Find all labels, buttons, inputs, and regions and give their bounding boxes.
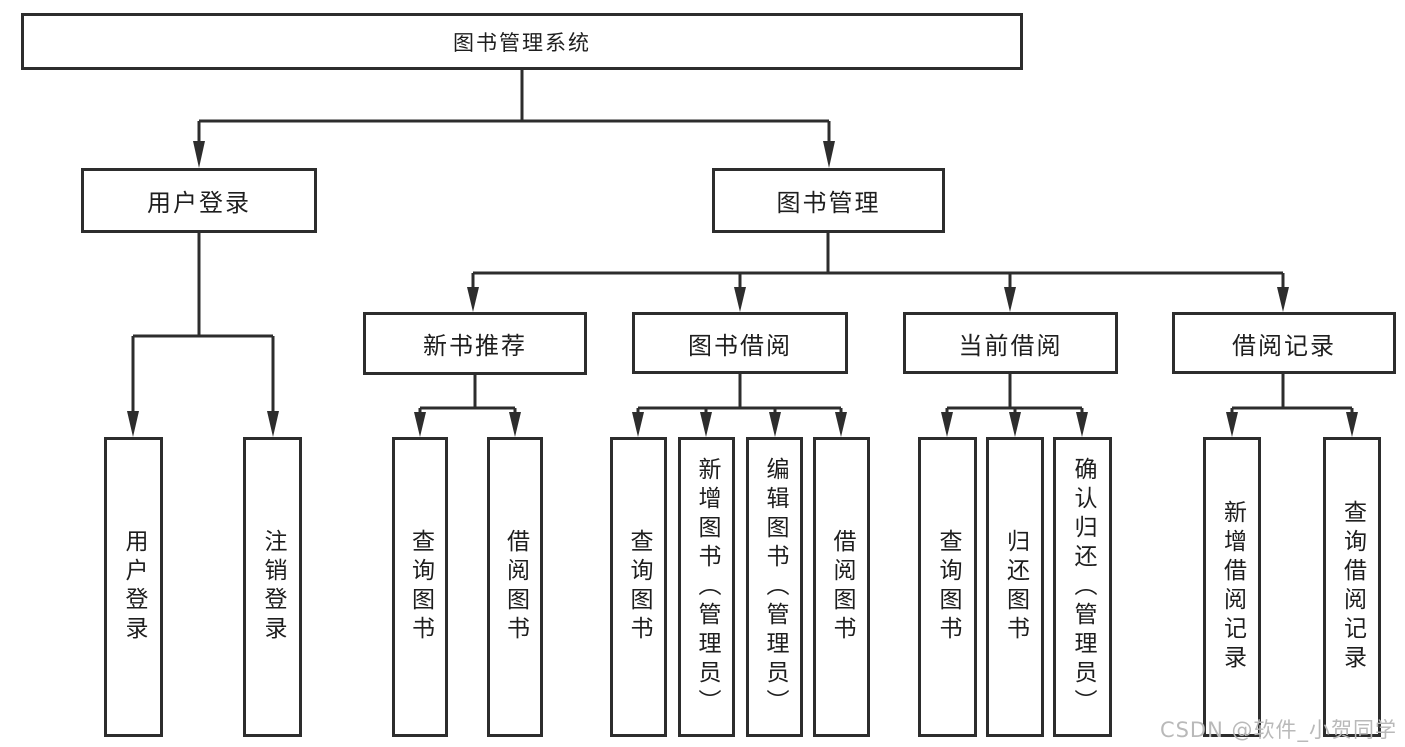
leaf-add-book-admin: 新增图书（管理员） [678, 437, 735, 737]
node-new-book-recommend: 新书推荐 [363, 312, 587, 375]
node-user-login-group: 用户登录 [81, 168, 317, 233]
node-book-management: 图书管理 [712, 168, 945, 233]
leaf-borrow-books-recommend: 借阅图书 [487, 437, 543, 737]
watermark: CSDN @软件_小贺同学 [1159, 718, 1397, 742]
leaf-logout: 注销登录 [243, 437, 302, 737]
leaf-borrow-books: 借阅图书 [813, 437, 870, 737]
leaf-query-borrow-record: 查询借阅记录 [1323, 437, 1381, 737]
node-root: 图书管理系统 [21, 13, 1023, 70]
leaf-query-books-recommend: 查询图书 [392, 437, 448, 737]
leaf-confirm-return-admin: 确认归还（管理员） [1053, 437, 1112, 737]
node-book-borrow: 图书借阅 [632, 312, 848, 374]
leaf-query-books-borrow: 查询图书 [610, 437, 667, 737]
node-current-borrow: 当前借阅 [903, 312, 1118, 374]
node-borrow-records: 借阅记录 [1172, 312, 1396, 374]
leaf-add-borrow-record: 新增借阅记录 [1203, 437, 1261, 737]
leaf-return-book: 归还图书 [986, 437, 1044, 737]
leaf-query-books-current: 查询图书 [918, 437, 977, 737]
leaf-edit-book-admin: 编辑图书（管理员） [746, 437, 803, 737]
leaf-user-login: 用户登录 [104, 437, 163, 737]
